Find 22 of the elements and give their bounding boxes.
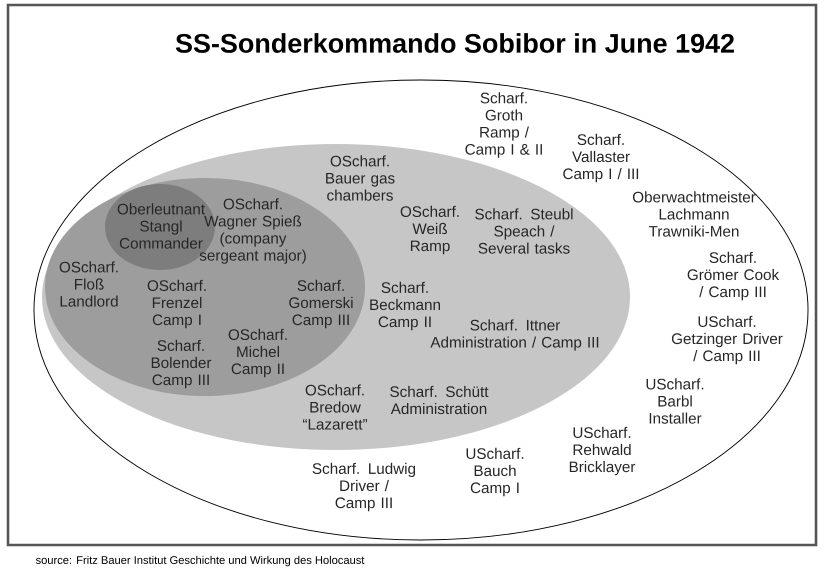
person-label: Oberwachtmeister Lachmann Trawniki-Men xyxy=(632,191,756,237)
person-label: Scharf. Steubl Speach / Several tasks xyxy=(475,208,573,254)
person-label: Scharf. Grömer Cook / Camp III xyxy=(688,252,780,300)
person-label: Oberleutnant Stangl Commander xyxy=(118,203,205,249)
person-label: OScharf. Michel Camp II xyxy=(228,328,287,378)
person-label: Scharf. Groth Ramp / Camp I & II xyxy=(465,92,542,158)
person-label: UScharf. Getzinger Driver / Camp III xyxy=(672,316,783,364)
person-label: OScharf. Floß Landlord xyxy=(60,261,118,307)
person-label: OScharf. Bredow “Lazarett” xyxy=(302,384,368,430)
person-label: UScharf. Barbl Installer xyxy=(646,378,704,424)
person-label: OScharf. Frenzel Camp I xyxy=(148,280,206,328)
person-label: Scharf. Gomerski Camp III xyxy=(289,280,353,328)
caption: source: Fritz Bauer Institut Geschichte und Wirkung des Holocaust xyxy=(36,556,364,566)
person-label: Scharf. Bolender Camp III xyxy=(152,340,212,388)
title: SS-Sonderkommando Sobibor in June 1942 xyxy=(176,33,734,53)
person-label: OScharf. Weiß Ramp xyxy=(400,206,459,254)
person-label: Scharf. Vallaster Camp I / III xyxy=(563,134,638,182)
person-label: UScharf. Rehwald Bricklayer xyxy=(570,426,636,476)
person-label: Scharf. Schütt Administration xyxy=(390,386,488,414)
person-label: UScharf. Bauch Camp I xyxy=(466,448,524,496)
person-label: OScharf. Bauer gas chambers xyxy=(326,155,395,201)
person-label: Scharf. Ludwig Driver / Camp III xyxy=(312,462,416,512)
